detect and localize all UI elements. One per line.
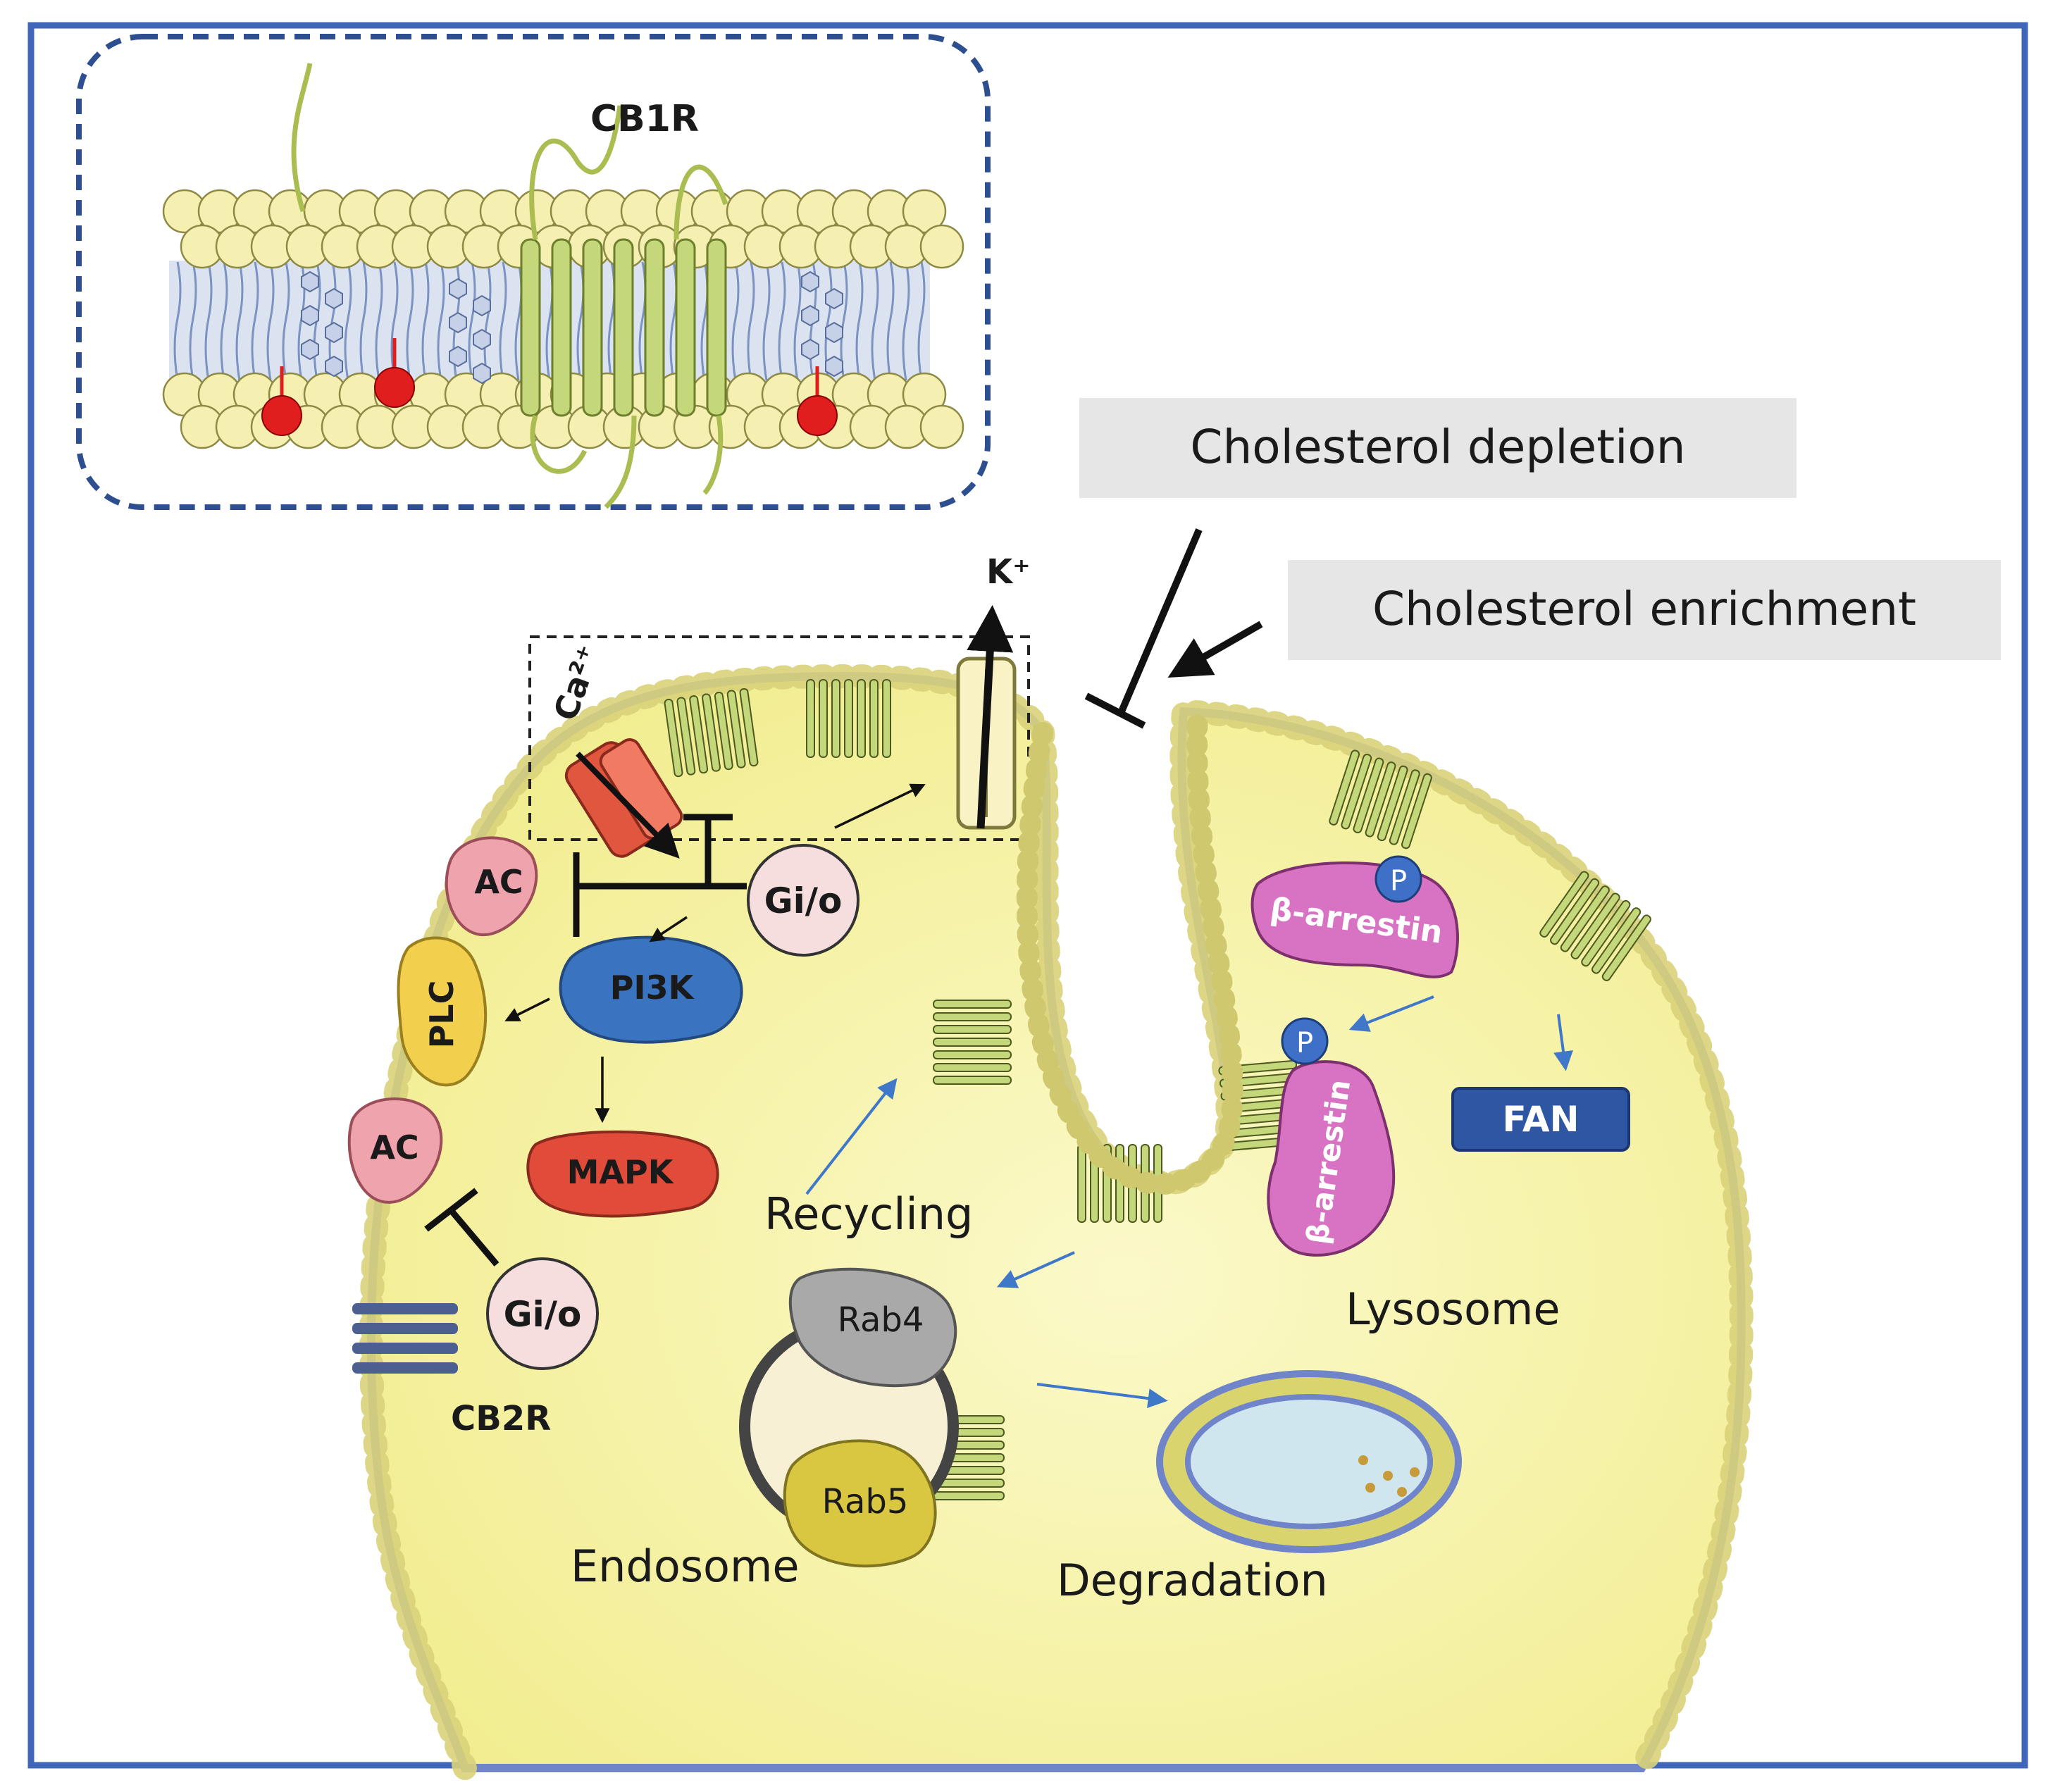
svg-text:Gi/o: Gi/o [764, 881, 843, 921]
cb2r-receptor [352, 1303, 458, 1374]
svg-text:P: P [1296, 1027, 1313, 1059]
recycling-label: Recycling [764, 1188, 973, 1240]
to-fan-arrow [1553, 1014, 1573, 1071]
adenylyl-cyclase-bottom: AC [347, 1097, 443, 1204]
lipid-bilayer-inset [162, 63, 964, 509]
gio-to-k-channel-arrow [834, 783, 926, 829]
pi3k: PI3K [559, 935, 743, 1044]
svg-text:MAPK: MAPK [567, 1153, 675, 1191]
svg-text:Gi/o: Gi/o [504, 1294, 582, 1335]
cb2r-label: CB2R [451, 1399, 551, 1438]
mapk: MAPK [526, 1130, 719, 1218]
svg-text:FAN: FAN [1503, 1099, 1580, 1140]
gio-bottom-inhibits-ac [424, 1188, 499, 1267]
membrane-highlight-box [528, 635, 1030, 841]
endosome [739, 1267, 959, 1568]
recycling-arrow [805, 1078, 898, 1195]
svg-text:AC: AC [474, 863, 523, 901]
potassium-ion-label: K⁺ [986, 552, 1031, 592]
svg-text:PI3K: PI3K [610, 969, 695, 1007]
cholesterol-enrichment-box [1288, 560, 2001, 660]
rab5 [783, 1439, 937, 1568]
rab4 [788, 1267, 957, 1388]
lysosome-vesicle [1156, 1370, 1462, 1553]
cholesterol-depletion-label: Cholesterol depletion [1190, 420, 1685, 474]
internalization-pit [1016, 701, 1243, 1195]
cholesterol-enrichment-label: Cholesterol enrichment [1372, 582, 1916, 636]
gio-protein-bottom: Gi/o [486, 1257, 599, 1370]
rab5-label: Rab5 [822, 1482, 909, 1522]
adenylyl-cyclase-top: AC [445, 836, 538, 936]
enrichment-arrow [1167, 621, 1263, 678]
calcium-influx-arrow [576, 752, 680, 859]
phospho-upper: P [1374, 855, 1422, 903]
to-endosome-arrow [996, 1251, 1075, 1288]
pi3k-to-plc-arrow [504, 997, 550, 1021]
endosome-label: Endosome [571, 1541, 800, 1592]
gio-inhibits-ac [573, 852, 708, 937]
phospholipase-c: PLC [397, 936, 488, 1087]
fan-box: FAN [1451, 1087, 1630, 1152]
to-degradation-arrow [1036, 1383, 1168, 1409]
depletion-inhibition-line [1084, 528, 1203, 729]
phospho-lower: P [1281, 1017, 1329, 1065]
rab4-label: Rab4 [838, 1300, 924, 1340]
gio-protein-top: Gi/o [747, 844, 859, 957]
cb1r-label: CB1R [590, 98, 699, 140]
svg-text:AC: AC [370, 1128, 418, 1166]
degradation-label: Degradation [1057, 1555, 1328, 1606]
beta-arrestin-lower: β-arrestin [1267, 1060, 1396, 1257]
svg-text:PLC: PLC [423, 981, 461, 1049]
potassium-efflux-arrow [967, 604, 1014, 829]
lysosome-label: Lysosome [1346, 1283, 1560, 1335]
gio-to-pi3k-arrow [649, 916, 688, 942]
cholesterol-depletion-box [1079, 398, 1796, 498]
arrestin-to-receptor-arrow [1348, 995, 1434, 1032]
svg-text:P: P [1390, 865, 1407, 897]
